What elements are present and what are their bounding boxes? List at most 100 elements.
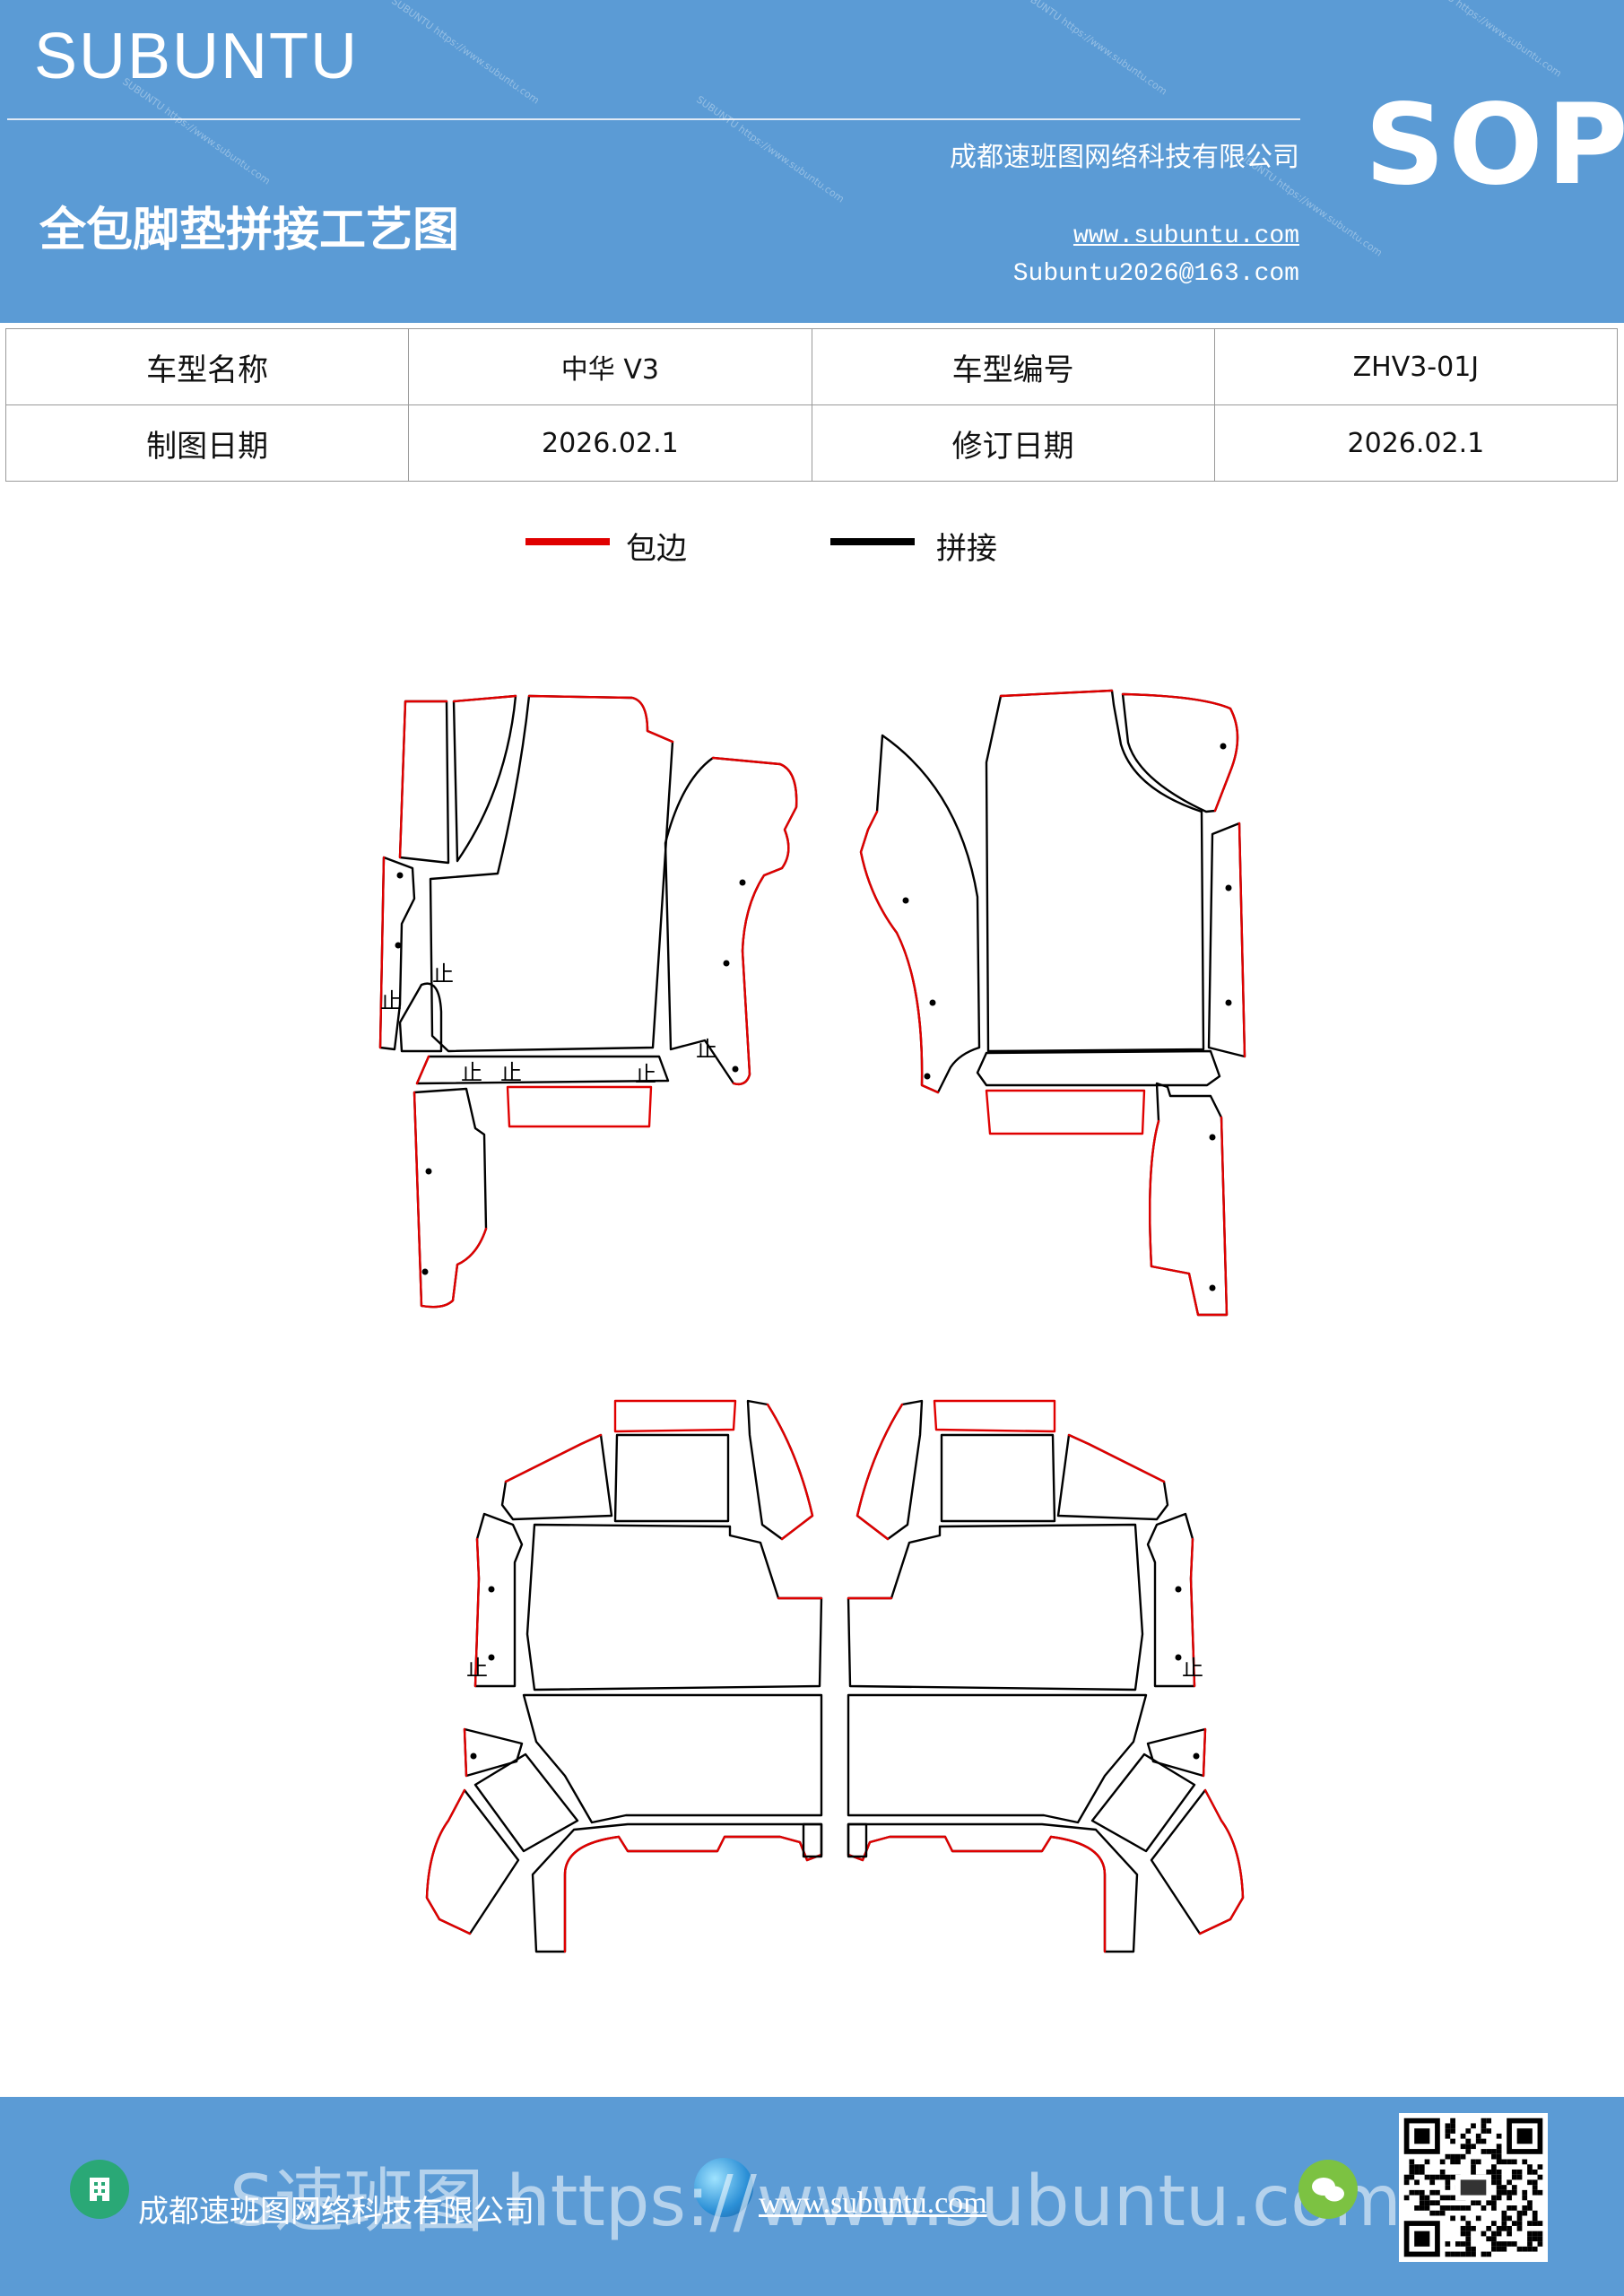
mat-piece	[1150, 1788, 1245, 1935]
front-right-mat	[859, 689, 1246, 1317]
mat-hem-edge	[985, 1089, 1146, 1135]
table-label: 制图日期	[4, 404, 410, 482]
rivet-hole	[723, 960, 730, 967]
mat-piece	[473, 1752, 579, 1853]
legend-label-hem: 包边	[626, 531, 687, 567]
mat-piece	[855, 1399, 924, 1541]
mat-piece	[1121, 692, 1239, 813]
table-value: 中华 V3	[408, 328, 812, 405]
mat-hem-edge	[398, 700, 448, 859]
mat-piece	[500, 1433, 613, 1521]
table-value: ZHV3-01J	[1213, 328, 1619, 405]
mat-hem-edge	[415, 1055, 430, 1085]
mat-piece	[985, 689, 1205, 1053]
table-value: 2026.02.1	[1213, 404, 1619, 482]
mat-hem-edge	[425, 1788, 472, 1935]
rivet-hole	[1209, 1284, 1216, 1292]
mat-hem-edge	[855, 1403, 904, 1541]
mat-hem-edge	[613, 1399, 737, 1433]
mat-piece	[531, 1822, 823, 1953]
table-label: 修订日期	[811, 404, 1215, 482]
mat-hem-edge	[504, 1433, 603, 1483]
mat-hem-edge	[463, 1727, 468, 1778]
rivet-hole	[924, 1073, 931, 1080]
wechat-icon	[1298, 2160, 1358, 2219]
mat-piece	[398, 982, 443, 1053]
rivet-hole	[1225, 999, 1232, 1006]
mat-piece	[664, 756, 798, 1086]
mat-hem-edge	[1198, 1788, 1245, 1935]
rivet-hole	[902, 897, 909, 904]
mat-hem-edge	[563, 1835, 823, 1953]
rivet-hole	[488, 1654, 495, 1661]
website-link[interactable]: www.subuntu.com	[1073, 222, 1299, 250]
mat-piece	[429, 694, 674, 1053]
stop-mark: 止	[500, 1060, 522, 1085]
mat-piece	[1146, 1727, 1207, 1778]
mat-piece	[425, 1788, 520, 1935]
mat-piece	[522, 1693, 823, 1824]
globe-icon	[694, 2158, 753, 2217]
mat-piece	[525, 1523, 823, 1692]
mat-piece	[847, 1822, 868, 1858]
stop-mark: 止	[466, 1656, 488, 1681]
rivet-hole	[739, 879, 746, 886]
mat-hem-edge	[1121, 692, 1239, 813]
mat-hem-edge	[1202, 1727, 1207, 1778]
company-name: 成都速班图网络科技有限公司	[950, 142, 1299, 173]
legend-swatch-hem	[525, 538, 610, 545]
mat-hem-edge	[506, 1085, 653, 1128]
header-divider	[7, 118, 1300, 120]
mat-hem-edge	[766, 1403, 814, 1541]
rivet-hole	[425, 1168, 432, 1175]
mat-piece	[613, 1433, 730, 1523]
mat-piece	[847, 1523, 1144, 1692]
table-row: 车型名称 中华 V3 车型编号 ZHV3-01J	[4, 328, 1619, 405]
footer-company-name: 成都速班图网络科技有限公司	[138, 2194, 534, 2230]
sop-badge: SOP	[1365, 81, 1624, 210]
front-left-mat: 止 止 止 止 止 止	[378, 694, 798, 1309]
stop-mark: 止	[380, 988, 402, 1013]
stop-mark: 止	[1182, 1656, 1203, 1681]
rivet-hole	[488, 1586, 495, 1593]
mat-piece	[746, 1399, 814, 1541]
mat-hem-edge	[847, 1835, 1107, 1953]
mat-hem-edge	[999, 689, 1114, 698]
mat-hem-edge	[452, 694, 517, 703]
mat-piece	[940, 1433, 1056, 1523]
vehicle-info-table: 车型名称 中华 V3 车型编号 ZHV3-01J 制图日期 2026.02.1 …	[4, 328, 1619, 482]
mat-hem-edge	[413, 1091, 488, 1309]
rivet-hole	[1175, 1654, 1182, 1661]
mat-hem-edge	[1149, 1116, 1229, 1317]
qr-code[interactable]	[1399, 2113, 1548, 2262]
mat-hem-edge	[378, 856, 386, 1049]
rear-left-mat: 止	[425, 1399, 823, 1953]
mat-piece	[1149, 1082, 1229, 1317]
rear-right-mat	[847, 1399, 1245, 1953]
building-icon	[70, 2160, 129, 2219]
legend-label-seam: 拼接	[936, 531, 997, 567]
stop-mark: 止	[461, 1060, 482, 1085]
rivet-hole	[470, 1752, 477, 1760]
mat-hem-edge	[473, 1537, 481, 1688]
rivet-hole	[1175, 1586, 1182, 1593]
footer-watermark-overlay: S速班图 https://www.subuntu.com	[230, 2161, 1402, 2242]
table-row: 制图日期 2026.02.1 修订日期 2026.02.1	[4, 404, 1619, 482]
stop-mark: 止	[696, 1037, 717, 1062]
legend-swatch-seam	[830, 538, 915, 545]
footer-website-link[interactable]: www.subuntu.com	[759, 2187, 987, 2220]
mat-hem-edge	[1189, 1537, 1196, 1688]
rivet-hole	[1209, 1134, 1216, 1141]
mat-piece	[847, 1693, 1148, 1824]
brand-name: SUBUNTU	[34, 21, 360, 92]
mat-piece	[463, 1727, 524, 1778]
footer-banner: 成都速班图网络科技有限公司 www.subuntu.com S速班图 https…	[0, 2097, 1624, 2296]
mat-piece	[452, 694, 517, 863]
mat-piece	[1056, 1433, 1169, 1521]
mat-piece	[847, 1822, 1139, 1953]
mat-piece	[398, 700, 450, 865]
mat-hem-edge	[859, 810, 940, 1094]
mat-hem-edge	[711, 756, 798, 1086]
line-legend: 包边 拼接	[0, 527, 1624, 572]
